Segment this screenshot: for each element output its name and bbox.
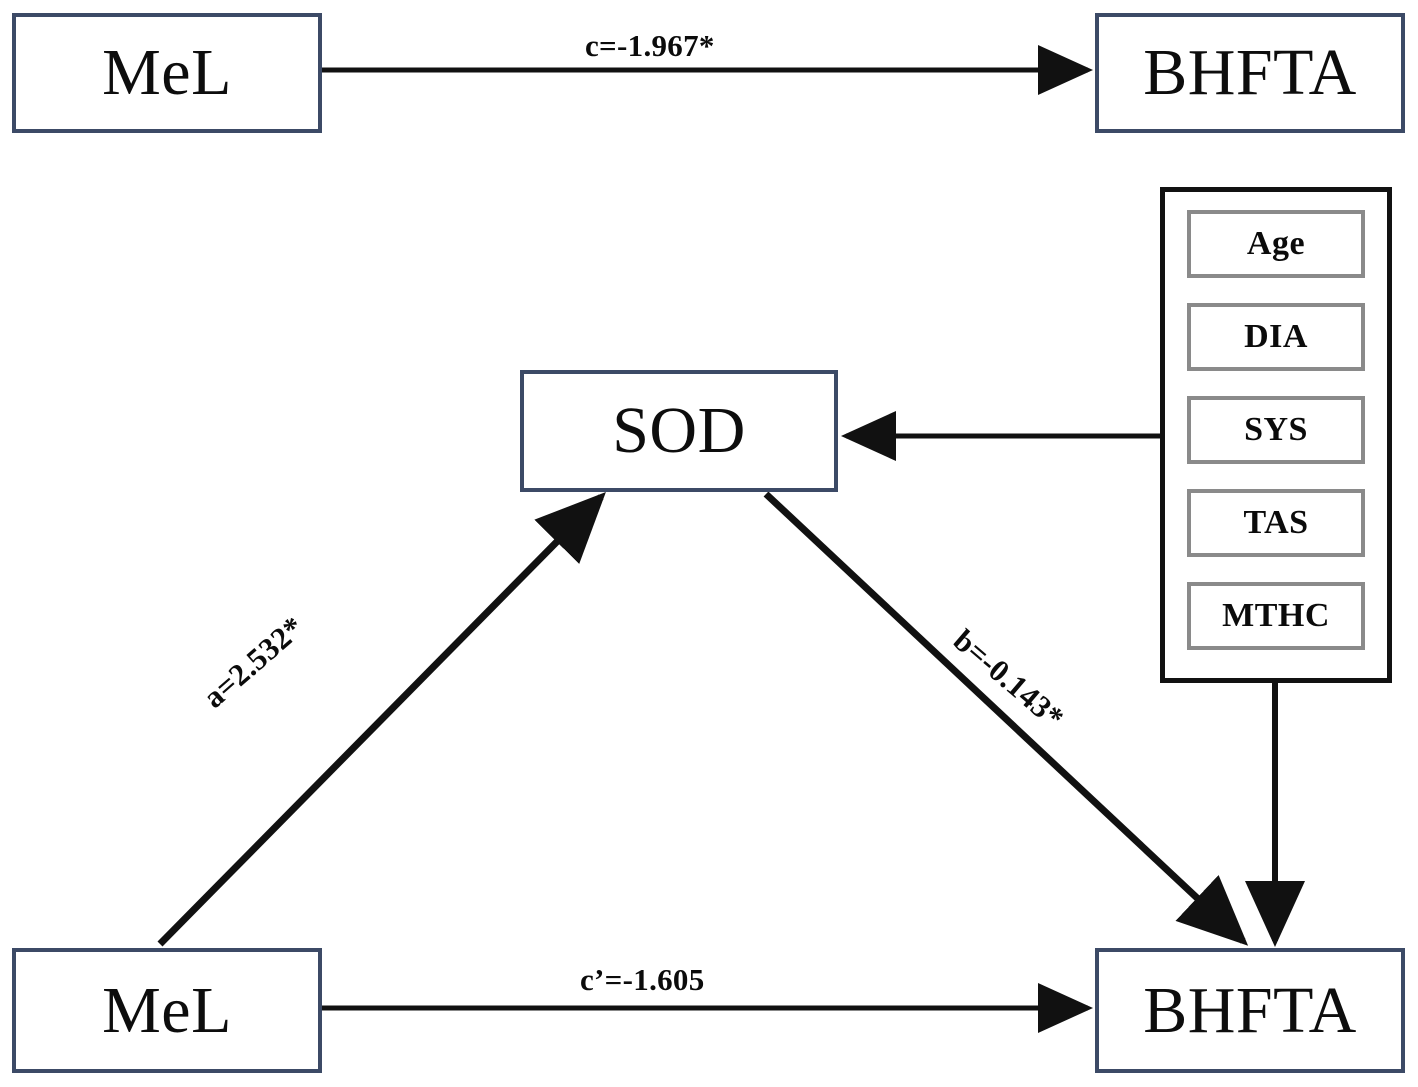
covariate-item-age[interactable]: Age — [1187, 210, 1365, 278]
node-bhfta-top[interactable]: BHFTA — [1095, 13, 1405, 133]
label-total-effect: c=-1.967* — [585, 28, 715, 63]
node-mel-top[interactable]: MeL — [12, 13, 322, 133]
label-b-path: b=-0.143* — [946, 622, 1071, 736]
arrow-a-path — [157, 492, 606, 947]
covariate-item-mthc[interactable]: MTHC — [1187, 582, 1365, 650]
node-bhfta-bottom[interactable]: BHFTA — [1095, 948, 1405, 1073]
covariates-panel: Age DIA SYS TAS MTHC — [1160, 187, 1392, 683]
covariate-item-tas[interactable]: TAS — [1187, 489, 1365, 557]
covariate-item-sys[interactable]: SYS — [1187, 396, 1365, 464]
node-sod-mediator[interactable]: SOD — [520, 370, 838, 492]
label-a-path: a=2.532* — [196, 609, 311, 715]
label-direct-effect: c’=-1.605 — [580, 962, 705, 997]
node-mel-bottom[interactable]: MeL — [12, 948, 322, 1073]
covariate-item-dia[interactable]: DIA — [1187, 303, 1365, 371]
